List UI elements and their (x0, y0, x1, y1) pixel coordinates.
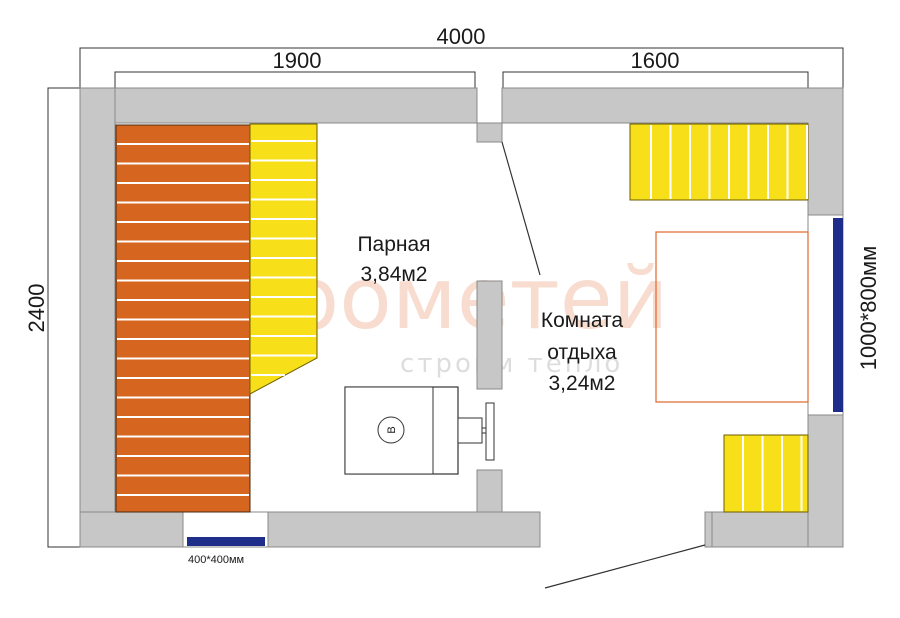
orange-shelf-slats (117, 143, 249, 496)
rest-room-bed (655, 231, 809, 403)
walls (78, 87, 844, 548)
partition-middle (476, 280, 503, 390)
yellow-upper-shelf-slats (251, 140, 316, 376)
bench-bottom-body (723, 434, 809, 513)
steam-room-name: Парная (357, 233, 430, 256)
rest-room-name-line2: отдыха (547, 341, 617, 364)
door-swing-steam (501, 141, 541, 276)
bench-bottom (723, 434, 809, 513)
stove-door-frame (457, 417, 483, 444)
yellow-upper-shelf (249, 123, 318, 395)
stove-door-handle (481, 427, 487, 434)
partition-bottom (476, 469, 503, 513)
dim-height-line (47, 87, 80, 548)
dim-left-width-line (114, 71, 476, 88)
wall-top-left (78, 87, 478, 124)
orange-shelf (115, 124, 251, 513)
stove-label: B (386, 426, 398, 433)
stove: B (344, 386, 495, 475)
dim-left-width: 1900 (273, 48, 322, 73)
window-right-label: 1000*800мм (856, 246, 881, 370)
partition-top (476, 122, 503, 143)
bench-bottom-slats (742, 436, 803, 511)
bench-top (629, 123, 809, 201)
stove-tank (377, 416, 405, 444)
wall-bottom-left (79, 511, 184, 548)
watermark-subtitle: строим тепло (400, 349, 623, 379)
wall-right-lower (807, 414, 844, 548)
rest-room-name-line1: Комната (541, 309, 624, 332)
wall-left (79, 87, 116, 513)
window-bottom (187, 537, 265, 546)
door-jamb (704, 511, 713, 548)
dim-total-width: 4000 (437, 24, 486, 49)
dim-right-width: 1600 (631, 48, 680, 73)
rest-room-area: 3,24м2 (549, 372, 616, 395)
bench-top-body (629, 123, 809, 201)
window-right (833, 218, 843, 412)
window-bottom-label: 400*400мм (188, 554, 244, 566)
dim-right-width-line (502, 71, 809, 88)
wall-bottom-middle (267, 511, 541, 548)
bench-top-slats (650, 125, 808, 199)
door-swing-entrance (544, 544, 706, 589)
steam-room-area: 3,84м2 (361, 263, 428, 286)
dim-height: 2400 (24, 284, 49, 333)
stove-door (485, 402, 495, 461)
